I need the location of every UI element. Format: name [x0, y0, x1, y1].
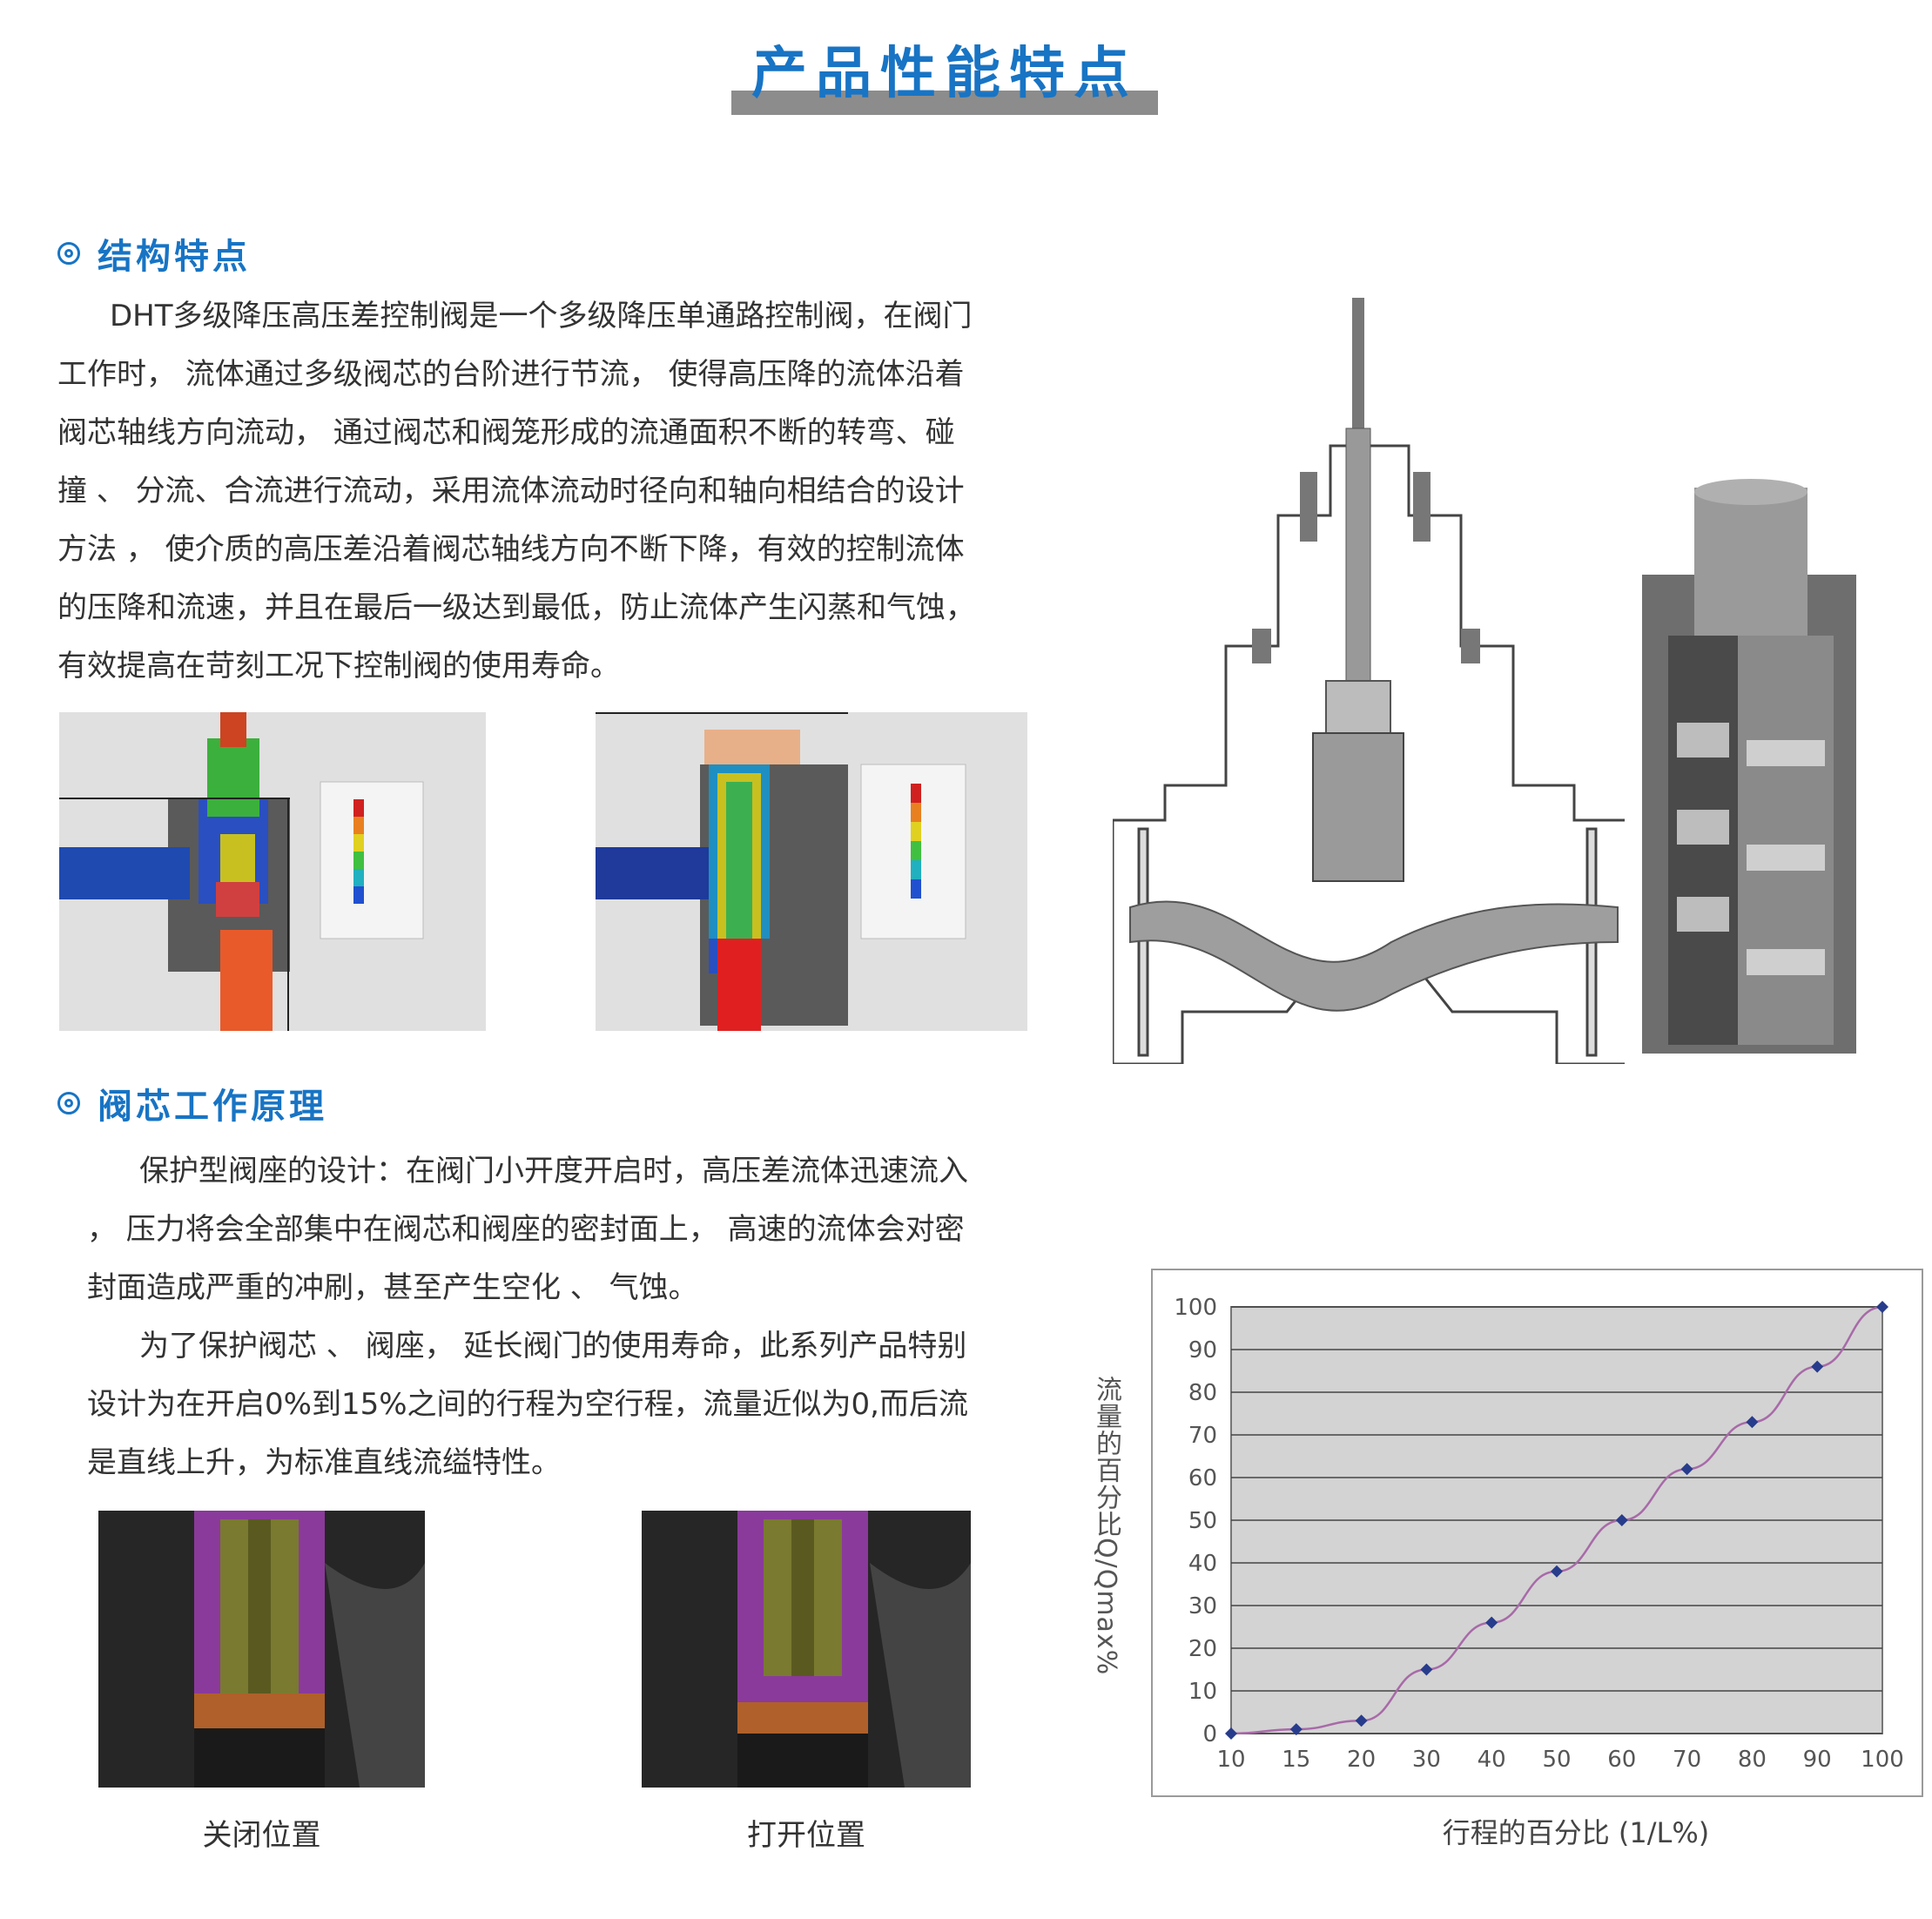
x-tick-label: 60: [1607, 1747, 1636, 1773]
y-tick-label: 60: [1188, 1465, 1217, 1491]
y-tick-label: 30: [1188, 1593, 1217, 1619]
structure-heading-text: 结构特点: [98, 237, 251, 277]
principle-body: 保护型阀座的设计：在阀门小开度开启时，高压差流体迅速流入 ， 压力将会全部集中在…: [87, 1142, 1062, 1492]
x-tick-label: 80: [1738, 1747, 1767, 1773]
data-point: [1420, 1663, 1433, 1676]
page-title: 产品性能特点: [751, 42, 1138, 106]
principle-line: 是直线上升，为标准直线流缢特性。: [87, 1445, 561, 1480]
structure-line: 有效提高在苛刻工况下控制阀的使用寿命。: [57, 649, 620, 683]
data-point: [1225, 1727, 1237, 1740]
y-tick-label: 40: [1188, 1551, 1217, 1577]
chart-x-label: 行程的百分比 (1/L%): [1442, 1816, 1710, 1849]
x-tick-label: 50: [1542, 1747, 1571, 1773]
y-tick-label: 0: [1202, 1721, 1217, 1747]
structure-line: 工作时， 流体通过多级阀芯的台阶进行节流， 使得高压降的流体沿着: [57, 357, 965, 392]
data-point: [1876, 1301, 1888, 1313]
principle-heading: 阀芯工作原理: [57, 1078, 327, 1128]
y-tick-label: 10: [1188, 1679, 1217, 1705]
y-tick-label: 20: [1188, 1636, 1217, 1662]
structure-line: 阀芯轴线方向流动， 通过阀芯和阀笼形成的流通面积不断的转弯、碰: [57, 415, 955, 450]
valve-open-position-image: [642, 1511, 971, 1788]
x-tick-label: 70: [1673, 1747, 1701, 1773]
structure-line: DHT多级降压高压差控制阀是一个多级降压单通路控制阀，在阀门: [110, 299, 973, 333]
data-point: [1811, 1360, 1824, 1373]
principle-line: 保护型阀座的设计：在阀门小开度开启时，高压差流体迅速流入: [139, 1154, 968, 1188]
principle-heading-text: 阀芯工作原理: [98, 1087, 327, 1127]
y-tick-label: 50: [1188, 1508, 1217, 1534]
x-tick-label: 20: [1347, 1747, 1376, 1773]
data-point: [1615, 1514, 1628, 1526]
y-tick-label: 80: [1188, 1380, 1217, 1406]
y-tick-label: 70: [1188, 1423, 1217, 1449]
structure-line: 方法 ， 使介质的高压差沿着阀芯轴线方向不断下降，有效的控制流体: [57, 532, 965, 567]
x-tick-label: 100: [1861, 1747, 1904, 1773]
structure-line: 撞 、 分流、合流进行流动，采用流体流动时径向和轴向相结合的设计: [57, 474, 965, 508]
valve-cross-section-drawing: [1113, 298, 1625, 1064]
principle-line: 封面造成严重的冲刷，甚至产生空化 、 气蚀。: [87, 1270, 698, 1305]
structure-line: 的压降和流速，并且在最后一级达到最低，防止流体产生闪蒸和气蚀，: [57, 590, 975, 625]
data-point: [1746, 1416, 1759, 1429]
x-tick-label: 15: [1282, 1747, 1310, 1773]
chart-y-label: 流量的百分比Q/Qmax%: [1091, 1376, 1121, 1676]
y-tick-label: 100: [1174, 1295, 1217, 1321]
double-circle-icon: [57, 242, 80, 265]
data-point: [1680, 1463, 1693, 1476]
open-position-caption: 打开位置: [747, 1818, 865, 1853]
valve-cage-render: [1642, 479, 1856, 1071]
double-circle-icon: [57, 1092, 80, 1114]
valve-closed-position-image: [98, 1511, 425, 1788]
structure-heading: 结构特点: [57, 228, 251, 279]
pressure-simulation-image-2: [596, 712, 1027, 1031]
principle-line: 为了保护阀芯 、 阀座， 延长阀门的使用寿命，此系列产品特别: [139, 1329, 967, 1364]
principle-line: ， 压力将会全部集中在阀芯和阀座的密封面上， 高速的流体会对密: [87, 1212, 965, 1247]
pressure-simulation-image-1: [59, 712, 486, 1031]
title-underline-bar: [731, 91, 1158, 115]
x-tick-label: 10: [1216, 1747, 1245, 1773]
y-tick-label: 90: [1188, 1337, 1217, 1364]
data-point: [1485, 1616, 1498, 1629]
principle-line: 设计为在开启0%到15%之间的行程为空行程，流量近似为0,而后流: [87, 1387, 968, 1422]
x-tick-label: 90: [1803, 1747, 1832, 1773]
x-tick-label: 30: [1412, 1747, 1441, 1773]
structure-body: DHT多级降压高压差控制阀是一个多级降压单通路控制阀，在阀门 工作时， 流体通过…: [57, 287, 1067, 696]
data-point: [1551, 1565, 1563, 1578]
data-point: [1355, 1714, 1368, 1727]
x-tick-label: 40: [1478, 1747, 1506, 1773]
closed-position-caption: 关闭位置: [202, 1818, 321, 1853]
data-point: [1289, 1723, 1303, 1736]
